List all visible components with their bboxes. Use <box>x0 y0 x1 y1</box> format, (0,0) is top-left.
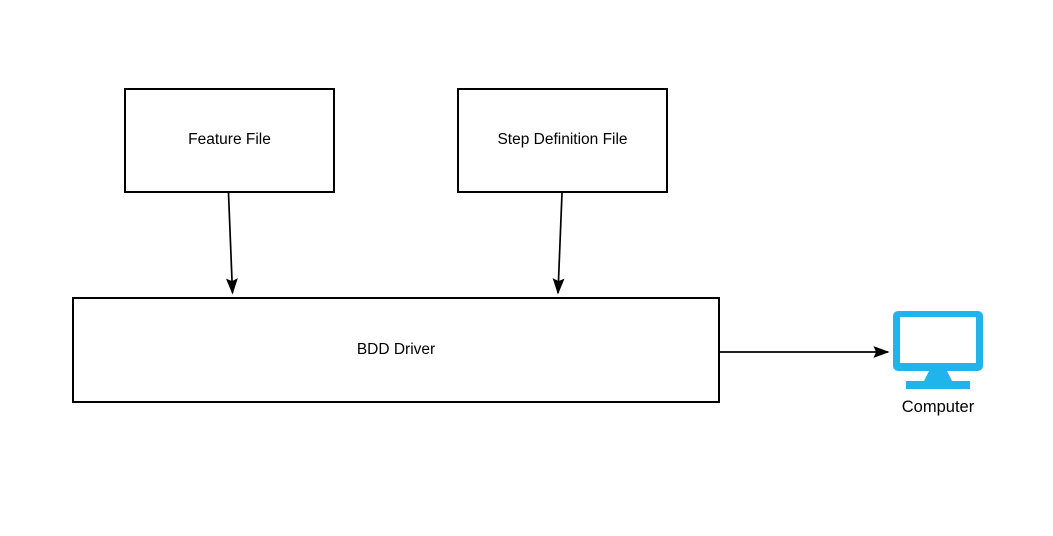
node-bdd-driver[interactable]: BDD Driver <box>72 297 720 403</box>
node-computer[interactable]: Computer <box>880 310 996 417</box>
node-feature-file[interactable]: Feature File <box>124 88 335 193</box>
node-bdd-driver-label: BDD Driver <box>356 340 436 358</box>
node-computer-label: Computer <box>901 398 975 416</box>
connector-feature-to-bdd <box>225 192 238 295</box>
node-step-definition-file[interactable]: Step Definition File <box>457 88 668 193</box>
node-feature-file-label: Feature File <box>188 131 271 149</box>
node-step-definition-file-label: Step Definition File <box>497 131 628 149</box>
monitor-icon <box>893 311 983 389</box>
connector-stepdef-to-bdd <box>552 192 565 295</box>
